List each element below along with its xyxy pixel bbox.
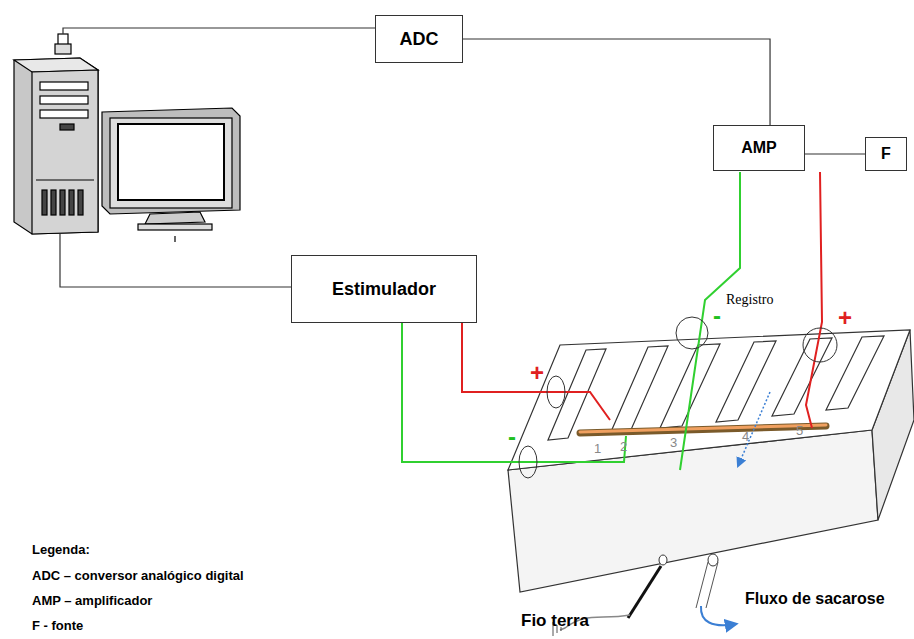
adc-box: ADC xyxy=(375,15,463,63)
box-label: AMP xyxy=(741,139,777,157)
stim-wire-green xyxy=(402,323,626,462)
section-label: Registro xyxy=(726,292,773,307)
slot-number: 2 xyxy=(620,440,627,454)
polarity-sign: - xyxy=(508,424,516,450)
slot-number: 4 xyxy=(742,430,749,444)
stimulator-box: Estimulador xyxy=(291,255,477,323)
computer xyxy=(14,34,240,242)
box-label: Estimulador xyxy=(332,279,436,300)
stim-wire-red xyxy=(462,323,610,420)
electrode-ring xyxy=(547,376,565,408)
polarity-sign: + xyxy=(530,360,544,386)
rec-wire-red xyxy=(806,172,822,428)
nerve xyxy=(580,425,826,432)
rec-wire-green xyxy=(680,172,740,470)
electrode-ring xyxy=(676,317,708,349)
slot-number: 3 xyxy=(670,436,677,450)
ground-label: Fio terra xyxy=(521,612,589,631)
source-box: F xyxy=(865,137,907,171)
connector-wire xyxy=(463,39,770,125)
slot-number: 1 xyxy=(594,442,601,456)
connector-wire xyxy=(805,153,865,154)
slot-number: 5 xyxy=(796,424,803,438)
nerve xyxy=(580,426,826,433)
wire xyxy=(60,234,291,287)
legend-entry: F - fonte xyxy=(32,619,83,633)
electrode-ring xyxy=(803,328,837,362)
legend-title: Legenda: xyxy=(32,543,90,557)
box-label: ADC xyxy=(400,29,439,50)
flow-label: Fluxo de sacarose xyxy=(745,590,885,608)
wire xyxy=(63,28,375,34)
polarity-sign: - xyxy=(713,303,721,329)
flow-arrow xyxy=(738,392,770,466)
box-label: F xyxy=(881,145,891,163)
electrode-ring xyxy=(519,446,537,478)
polarity-sign: + xyxy=(838,305,852,331)
sucrose-outlet xyxy=(696,554,736,625)
legend-entry: AMP – amplificador xyxy=(32,594,152,608)
legend-entry: ADC – conversor analógico digital xyxy=(32,569,244,583)
amp-box: AMP xyxy=(713,125,805,171)
